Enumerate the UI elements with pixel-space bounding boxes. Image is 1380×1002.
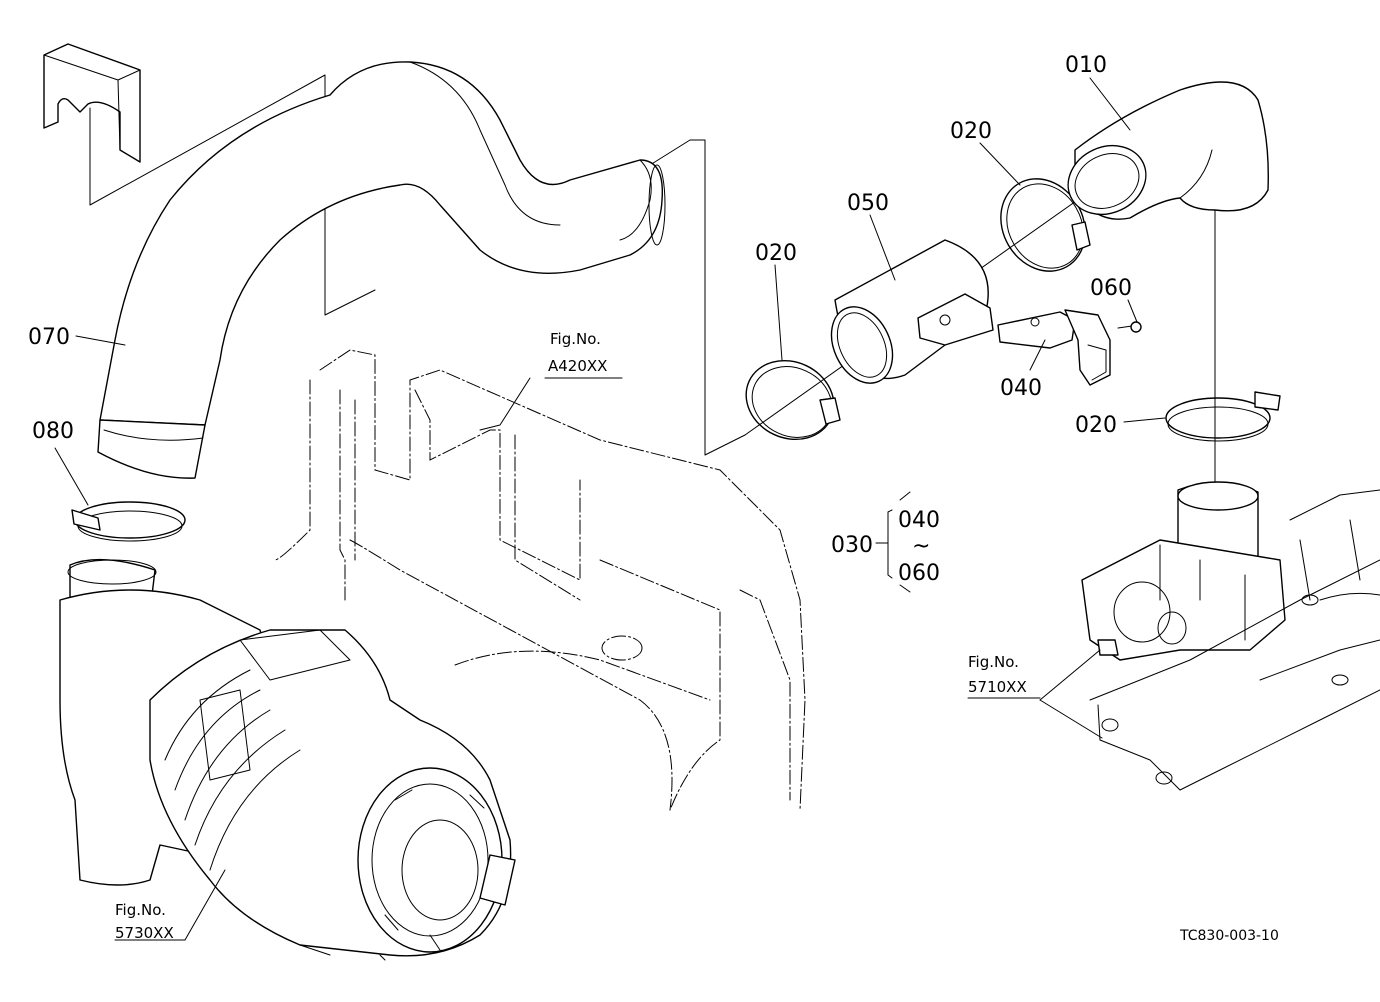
callout-040: 040: [1000, 376, 1042, 401]
callout-030-range-tilde: ~: [912, 534, 930, 559]
callout-labels: 010 020 050 020 060 040 020 070 080 030 …: [28, 53, 1279, 944]
fig-ref-a420-number: A420XX: [548, 357, 607, 375]
screw-060: [1117, 321, 1142, 333]
callout-030: 030: [831, 533, 873, 558]
air-cleaner-assembly: [59, 558, 516, 961]
elbow-hose-010: [1067, 81, 1269, 226]
callout-050: 050: [847, 191, 889, 216]
bracket-fragment: [43, 43, 141, 163]
callout-020-left: 020: [755, 241, 797, 266]
drawing-code: TC830-003-10: [1179, 928, 1279, 944]
hose-070: [97, 61, 666, 479]
callout-070: 070: [28, 325, 70, 350]
clamp-020-left: [745, 359, 841, 441]
callout-030-range-from: 040: [898, 508, 940, 533]
fig-ref-a420-label: Fig.No.: [550, 330, 601, 348]
callout-060: 060: [1090, 276, 1132, 301]
callout-010: 010: [1065, 53, 1107, 78]
fig-ref-5730-label: Fig.No.: [115, 901, 166, 919]
throttle-body-assembly: [1081, 481, 1380, 791]
callout-080: 080: [32, 419, 74, 444]
callout-020-right: 020: [1075, 413, 1117, 438]
leader-lines: [54, 77, 1166, 951]
frame-a420: [274, 349, 806, 811]
fig-ref-5710-label: Fig.No.: [968, 653, 1019, 671]
fig-ref-5710-number: 5710XX: [968, 678, 1027, 696]
sensor-040: [917, 293, 1111, 386]
callout-030-range-to: 060: [898, 561, 940, 586]
fig-ref-5730-number: 5730XX: [115, 924, 174, 942]
tube-050: [830, 239, 989, 384]
clamp-020-right: [1165, 391, 1281, 442]
callout-020-top: 020: [950, 119, 992, 144]
clamp-080: [71, 501, 186, 542]
